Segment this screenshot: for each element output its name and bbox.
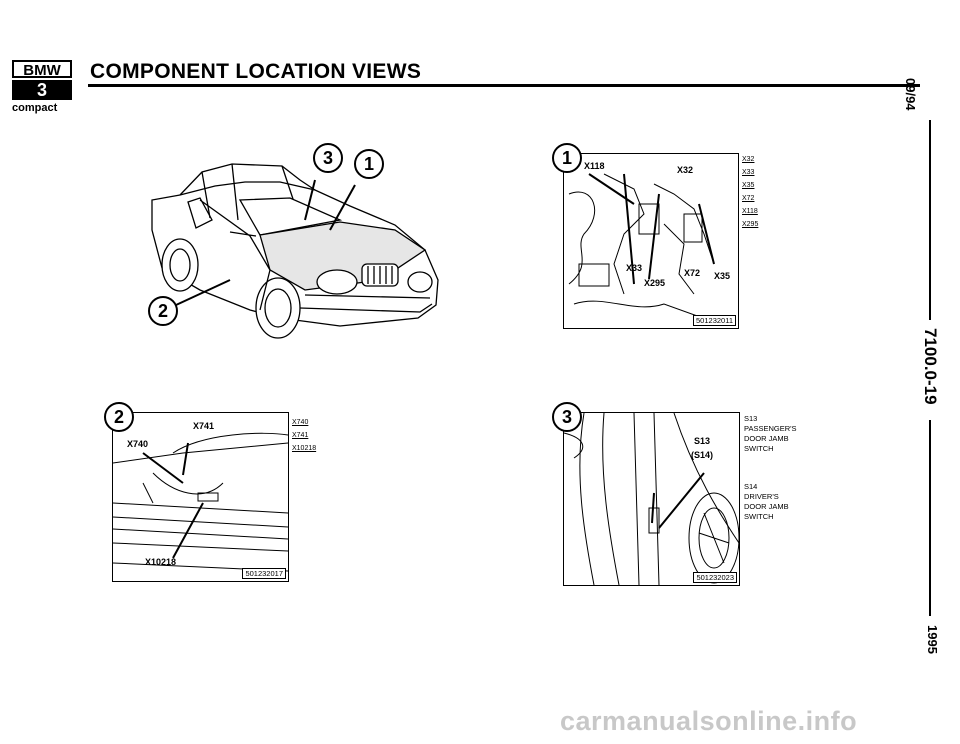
legend-item: X33 [742,169,755,176]
callout-3: 3 [313,143,343,173]
watermark: carmanualsonline.info [560,706,858,736]
panel-2-number: 2 [104,402,134,432]
legend-item: X741 [292,432,309,439]
panel-3-code: 501232023 [693,572,737,583]
callout-1: 1 [354,149,384,179]
legend-item: X740 [292,419,309,426]
legend-item: X72 [742,195,755,202]
panel-3-drawing [564,413,739,585]
sidebar-line-2 [929,420,931,616]
desc-line: DRIVER'S [744,492,779,501]
sidebar-page-code: 7100.0-19 [921,328,940,405]
desc-line: S13 [744,414,758,423]
legend-item: X32 [742,156,755,163]
label-x118: X118 [584,161,605,171]
panel-1-photo: X118 X32 X33 X72 X35 X295 501232011 [563,153,739,329]
label-x32: X32 [677,165,694,175]
label-x741: X741 [193,421,215,431]
legend-item: X118 [742,208,758,215]
legend-item: X295 [742,221,759,228]
legend-item: X10218 [292,445,317,452]
desc-line: S14 [744,482,758,491]
sidebar-line-1 [929,120,931,320]
label-x295: X295 [644,278,666,288]
panel-2-photo: X741 X740 X10218 501232017 [112,412,289,582]
panel-3-photo: S13 (S14) 501232023 [563,412,740,586]
label-x72: X72 [684,268,701,278]
logo-3-text: 3 [12,80,72,100]
desc-line: SWITCH [744,512,774,521]
logo-bmw-text: BMW [12,60,72,79]
panel-1-legend: X32 X33 X35 X72 X118 X295 [742,153,758,231]
label-x35: X35 [714,271,731,281]
panel-2-code: 501232017 [242,568,286,579]
label-x10218: X10218 [145,557,177,567]
desc-line: PASSENGER'S [744,424,797,433]
callout-2: 2 [148,296,178,326]
panel-1-number: 1 [552,143,582,173]
logo-subtitle: compact [12,102,58,114]
desc-line: DOOR JAMB [744,502,789,511]
legend-item: X35 [742,182,755,189]
panel-2-legend: X740 X741 X10218 [292,416,316,455]
label-x33: X33 [626,263,643,273]
label-x740: X740 [127,439,149,449]
sidebar-year: 1995 [925,625,940,654]
desc-line: SWITCH [744,444,774,453]
panel-3-desc-s14: S14 DRIVER'S DOOR JAMB SWITCH [744,482,789,522]
title-rule [88,84,920,87]
panel-1-code: 501232011 [693,315,736,326]
label-s14: (S14) [691,450,714,460]
sidebar-date: 09/94 [903,78,918,111]
desc-line: DOOR JAMB [744,434,789,443]
label-s13: S13 [694,436,711,446]
panel-3-desc-s13: S13 PASSENGER'S DOOR JAMB SWITCH [744,414,797,454]
page-title: COMPONENT LOCATION VIEWS [90,60,422,83]
car-illustration [151,163,439,339]
panel-3-number: 3 [552,402,582,432]
bmw-3-logo: BMW 3 [12,60,74,100]
panel-1-drawing [568,173,715,323]
